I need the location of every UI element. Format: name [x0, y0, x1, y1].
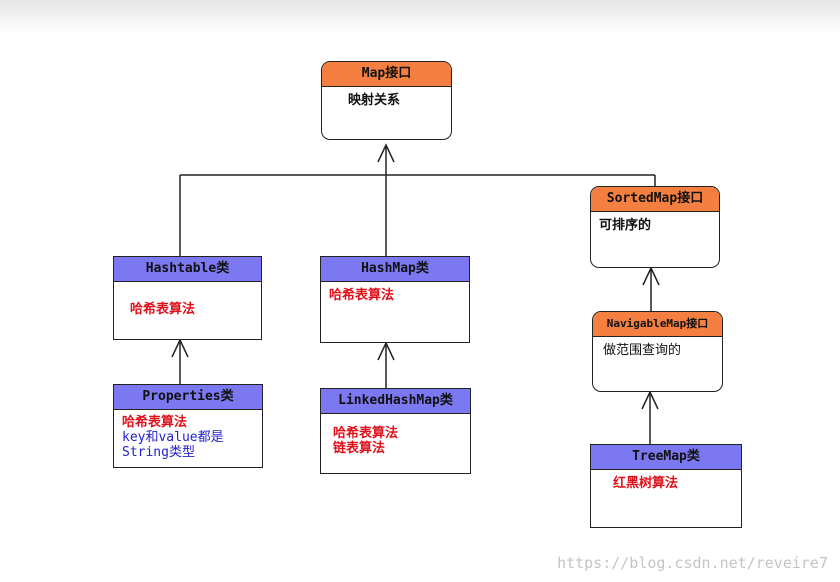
map-desc: 映射关系	[348, 93, 401, 108]
linkedhashmap-class-header: LinkedHashMap类	[321, 389, 470, 414]
linkedhashmap-desc-2: 链表算法	[333, 441, 386, 456]
hashtable-desc: 哈希表算法	[130, 302, 196, 317]
hashmap-class-node: HashMap类 哈希表算法	[320, 256, 470, 343]
properties-class-header: Properties类	[114, 385, 262, 410]
hashmap-desc: 哈希表算法	[329, 288, 395, 303]
arrowhead-sortedmap	[642, 266, 660, 286]
sortedmap-interface-node: SortedMap接口 可排序的	[590, 186, 720, 268]
top-shadow-band	[0, 0, 840, 34]
properties-desc-2: key和value都是	[122, 430, 224, 445]
linkedhashmap-desc-1: 哈希表算法	[333, 426, 399, 441]
navigablemap-interface-node: NavigableMap接口 做范围查询的	[592, 311, 723, 392]
sortedmap-interface-header: SortedMap接口	[591, 187, 719, 212]
treemap-desc: 红黑树算法	[613, 476, 679, 491]
navigablemap-interface-header: NavigableMap接口	[593, 312, 722, 337]
treemap-class-header: TreeMap类	[591, 445, 741, 470]
properties-class-node: Properties类 哈希表算法 key和value都是 String类型	[113, 384, 263, 468]
arrowhead-map	[377, 143, 395, 163]
hashmap-class-header: HashMap类	[321, 257, 469, 282]
arrowhead-hashmap	[377, 341, 395, 361]
hashtable-class-header: Hashtable类	[114, 257, 261, 282]
properties-desc-1: 哈希表算法	[122, 415, 188, 430]
arrowhead-hashtable	[171, 338, 189, 358]
map-interface-header: Map接口	[322, 62, 451, 87]
treemap-class-node: TreeMap类 红黑树算法	[590, 444, 742, 528]
properties-desc-3: String类型	[122, 445, 195, 460]
watermark-url: https://blog.csdn.net/reveire7	[557, 554, 828, 572]
linkedhashmap-class-node: LinkedHashMap类 哈希表算法 链表算法	[320, 388, 471, 474]
navigablemap-desc: 做范围查询的	[603, 343, 682, 358]
arrowhead-navigablemap	[641, 390, 659, 410]
hashtable-class-node: Hashtable类 哈希表算法	[113, 256, 262, 340]
map-interface-node: Map接口 映射关系	[321, 61, 452, 140]
sortedmap-desc: 可排序的	[599, 218, 652, 233]
